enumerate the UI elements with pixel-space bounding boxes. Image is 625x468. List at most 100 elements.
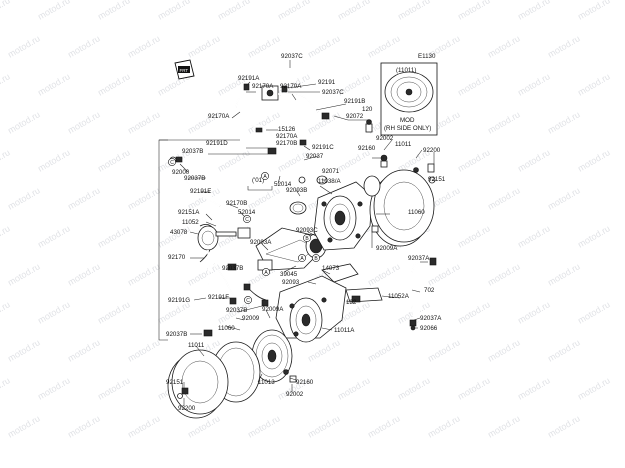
callout-92037b-c: 92037B <box>222 265 243 272</box>
watermark-text: motod.ru <box>486 185 522 211</box>
callout-92170a-c: 92170A <box>208 113 230 120</box>
watermark-text: motod.ru <box>96 375 132 401</box>
watermark-text: motod.ru <box>126 109 162 135</box>
callout-92170a-b: 92170A <box>280 83 302 90</box>
watermark-text: motod.ru <box>486 109 522 135</box>
watermark-text: motod.ru <box>246 413 282 439</box>
callout-92037a-a: 92037A <box>408 255 430 262</box>
watermark-text: motod.ru <box>36 299 72 325</box>
callout-52014-a: 52014 <box>274 181 292 188</box>
marker-c: C <box>243 215 251 223</box>
svg-text:A: A <box>300 256 304 262</box>
inset-caption-2: (RH SIDE ONLY) <box>384 125 431 132</box>
callout-14073: 14073 <box>322 265 340 272</box>
watermark-text: motod.ru <box>546 109 582 135</box>
callout-11011-b: 11011 <box>188 342 205 349</box>
watermark-text: motod.ru <box>336 0 372 22</box>
callout-92093b: 92093B <box>286 187 307 194</box>
callout-92151a: 92151A <box>178 209 200 216</box>
diagram-code: E1130 <box>418 53 436 60</box>
svg-text:C: C <box>170 160 174 166</box>
svg-text:A: A <box>264 270 268 276</box>
watermark-text: motod.ru <box>156 0 192 22</box>
watermark-text: motod.ru <box>96 299 132 325</box>
watermark-text: motod.ru <box>0 71 12 97</box>
callout-92002-b: 92002 <box>286 391 304 398</box>
watermark-text: motod.ru <box>306 33 342 59</box>
callout-39045: 39045 <box>280 271 298 278</box>
watermark-text: motod.ru <box>186 261 222 287</box>
watermark-text: motod.ru <box>486 413 522 439</box>
right-air-cleaner <box>363 119 436 247</box>
watermark-text: motod.ru <box>66 337 102 363</box>
svg-text:B: B <box>314 256 318 262</box>
watermark-text: motod.ru <box>276 0 312 22</box>
callout-92037b-a: 92037B <box>182 148 203 155</box>
callout-92009a-a: 92009A <box>376 245 398 252</box>
callout-92191f: 92191F <box>208 294 229 301</box>
svg-text:C: C <box>245 217 249 223</box>
watermark-text: motod.ru <box>336 375 372 401</box>
callout-92093a: 92093A <box>250 239 272 246</box>
watermark-text: motod.ru <box>456 71 492 97</box>
callout-92151-b: 92151 <box>166 379 184 386</box>
marker-c: C <box>244 296 252 304</box>
inset-part-ref: (11011) <box>396 67 416 74</box>
watermark-text: motod.ru <box>546 261 582 287</box>
watermark-text: motod.ru <box>66 261 102 287</box>
callout-120: 120 <box>362 106 373 113</box>
marker-b: B <box>303 234 311 242</box>
watermark-text: motod.ru <box>426 413 462 439</box>
watermark-text: motod.ru <box>6 109 42 135</box>
right-hose <box>409 257 437 331</box>
watermark-text: motod.ru <box>126 185 162 211</box>
watermark-layer: motod.ru motod.ru motod.ru motod.ru motod.ru… <box>0 0 612 440</box>
callout-92160-a: 92160 <box>358 145 376 152</box>
watermark-text: motod.ru <box>486 261 522 287</box>
watermark-text: motod.ru <box>36 71 72 97</box>
callout-92170a-d: 92170A <box>276 133 298 140</box>
callout-92093: 92093 <box>282 279 300 286</box>
left-hose-assembly <box>169 156 251 337</box>
watermark-text: motod.ru <box>546 413 582 439</box>
watermark-text: motod.ru <box>306 337 342 363</box>
air-cleaner-base <box>313 175 373 251</box>
watermark-text: motod.ru <box>486 33 522 59</box>
callout-92151-a: 92151 <box>428 176 446 183</box>
watermark-text: motod.ru <box>66 413 102 439</box>
callout-92002-a: 92002 <box>376 135 394 142</box>
watermark-text: motod.ru <box>456 147 492 173</box>
watermark-text: motod.ru <box>66 109 102 135</box>
callout-132: 132 <box>346 299 357 306</box>
watermark-text: motod.ru <box>246 33 282 59</box>
callout-11013: 11013 <box>258 379 275 386</box>
watermark-text: motod.ru <box>186 33 222 59</box>
watermark-text: motod.ru <box>576 375 612 401</box>
watermark-text: motod.ru <box>36 223 72 249</box>
watermark-text: motod.ru <box>216 0 252 22</box>
watermark-text: motod.ru <box>516 71 552 97</box>
watermark-text: motod.ru <box>36 0 72 22</box>
callout-92191: 92191 <box>318 79 336 86</box>
watermark-text: motod.ru <box>456 0 492 22</box>
callout-92037a-b: 92037A <box>420 315 442 322</box>
watermark-text: motod.ru <box>96 0 132 22</box>
watermark-text: motod.ru <box>126 413 162 439</box>
watermark-text: motod.ru <box>366 33 402 59</box>
callout-92200-b: 92200 <box>178 405 196 412</box>
callout-92037: 92037 <box>306 153 324 160</box>
watermark-text: motod.ru <box>6 185 42 211</box>
callout-92170: 92170 <box>168 254 186 261</box>
callout-52014-b: 52014 <box>238 209 256 216</box>
watermark-text: motod.ru <box>426 337 462 363</box>
leader-lines <box>179 60 435 406</box>
watermark-text: motod.ru <box>516 375 552 401</box>
callout-92000: 92000 <box>172 169 190 176</box>
lower-air-cleaner-base <box>243 263 383 343</box>
inset-caption-1: MOD <box>400 117 415 124</box>
watermark-text: motod.ru <box>96 147 132 173</box>
watermark-text: motod.ru <box>0 223 12 249</box>
watermark-text: motod.ru <box>96 71 132 97</box>
